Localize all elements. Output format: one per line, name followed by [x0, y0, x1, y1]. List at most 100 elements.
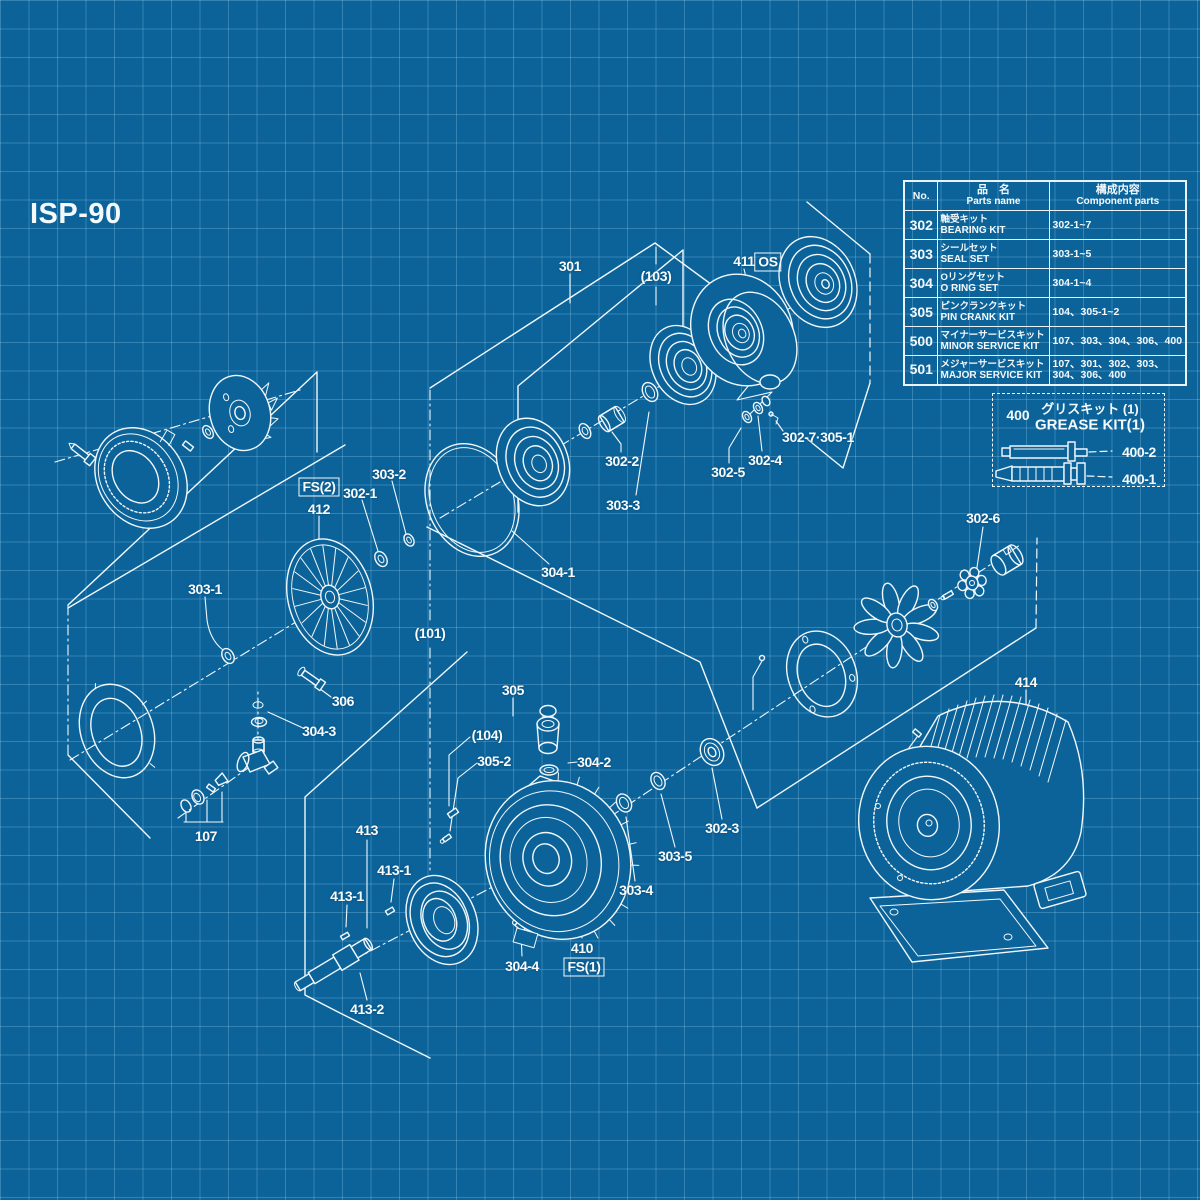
pins-104 [439, 807, 460, 844]
part-label-304-2: 304-2 [577, 754, 611, 770]
bearing-spiral-os [778, 235, 858, 329]
pins-413-1 [339, 906, 396, 941]
plug-305 [536, 704, 560, 755]
part-label-413-2: 413-2 [350, 1001, 384, 1017]
parts-table-cell: 304 [903, 268, 938, 298]
part-label-302-5: 302-5 [711, 464, 745, 480]
motor-front-bell [857, 745, 1001, 901]
coupling-hub [990, 544, 1024, 576]
impeller [285, 538, 375, 656]
part-label-OS: OS [754, 252, 782, 272]
o-ring-304-2 [539, 764, 559, 776]
part-label-304-1: 304-1 [541, 564, 575, 580]
parts-table-cell: 305 [903, 297, 938, 327]
col-header-parts-name: 品 名 Parts name [936, 180, 1050, 211]
part-label-302-6: 302-6 [966, 510, 1000, 526]
leader-lines [183, 246, 1113, 1001]
part-label-303-3: 303-3 [606, 497, 640, 513]
star-coupling-302-6 [957, 566, 987, 600]
part-label-412: 412 [307, 501, 331, 517]
grease-kit-item-label: 400-1 [1122, 471, 1156, 487]
part-label-304-3: 304-3 [302, 723, 336, 739]
grease-nipple [758, 654, 766, 662]
part-label-410: 410 [570, 940, 594, 956]
col-header-parts-name-en: Parts name [966, 196, 1021, 207]
seal-spiral [495, 417, 571, 507]
parts-table-cell: 302 [903, 210, 938, 240]
parts-table-cell: 107、303、304、306、400 [1048, 326, 1187, 356]
sleeve-302-2 [597, 405, 626, 433]
grease-kit-item-label: 400-2 [1122, 444, 1156, 460]
part-label-304-4: 304-4 [505, 958, 539, 974]
part-label-411: 411 [733, 253, 755, 269]
elbow-fitting [236, 701, 279, 775]
part-label-302-2: 302-2 [605, 453, 639, 469]
grease-kit-number: 400 [1006, 407, 1030, 423]
part-label-302-3: 302-3 [705, 820, 739, 836]
grease-kit-title-en: GREASE KIT(1) [1034, 416, 1146, 434]
grease-syringe-400-2 [1001, 441, 1088, 462]
pump-casing-410 [484, 772, 640, 949]
part-label-(104): (104) [471, 727, 503, 743]
washer-303-2 [403, 533, 415, 547]
seal-washer [578, 422, 592, 440]
parts-table-cell: 104、305-1~2 [1048, 297, 1187, 327]
part-label-301: 301 [558, 258, 582, 274]
washer-303-5 [650, 771, 666, 791]
part-label-303-5: 303-5 [658, 848, 692, 864]
bearing-302-3 [699, 737, 725, 767]
crank-spring [405, 874, 479, 966]
parts-table-cell: 304-1~4 [1048, 268, 1187, 298]
fan-disc [208, 374, 279, 452]
col-header-component-en: Component parts [1076, 196, 1160, 207]
part-label-(103): (103) [640, 268, 672, 284]
shim-washers-302 [741, 395, 779, 425]
grease-kit-title-jp: グリスキット (1) [1041, 401, 1139, 417]
motor-fan [853, 582, 940, 669]
parts-table: No. 品 名 Parts name 構成内容 Component parts … [903, 180, 1187, 386]
part-label-303-2: 303-2 [372, 466, 406, 482]
ring-303-3 [641, 381, 659, 403]
terminal-connector [1033, 870, 1087, 910]
part-label-302-4: 302-4 [748, 452, 782, 468]
part-label-FS(1): FS(1) [563, 957, 605, 977]
col-header-parts-name-jp: 品 名 [977, 184, 1010, 196]
part-label-413-1: 413-1 [330, 888, 364, 904]
stator-ring [94, 427, 188, 529]
part-label-302-7-305-1: 302-7·305-1 [782, 429, 854, 445]
bolt-and-washer [68, 424, 215, 467]
part-label-413: 413 [355, 822, 379, 838]
part-label-303-4: 303-4 [619, 882, 653, 898]
parts-table-cell: 302-1~7 [1048, 210, 1187, 240]
part-label-305: 305 [501, 682, 525, 698]
part-label-305-2: 305-2 [477, 753, 511, 769]
part-label-(101): (101) [414, 625, 446, 641]
bearing-housing-411 [689, 273, 798, 390]
hose-parts-107 [180, 772, 229, 813]
fan-pin [940, 590, 955, 601]
washer-303-4 [615, 793, 633, 813]
part-label-FS(2): FS(2) [298, 477, 340, 497]
washer-icon [201, 424, 215, 440]
col-header-component-jp: 構成内容 [1095, 184, 1140, 196]
parts-table-cell: 501 [903, 355, 938, 385]
page-title: ISP-90 [30, 198, 122, 230]
parts-table-header-row: No. 品 名 Parts name 構成内容 Component parts [903, 180, 1187, 211]
grease-kit-box: 400 グリスキット (1) GREASE KIT(1) 400-2 400-1 [992, 393, 1165, 487]
washer-303-1 [221, 647, 235, 665]
part-label-413-1: 413-1 [377, 862, 411, 878]
part-label-303-1: 303-1 [188, 581, 222, 597]
suction-flange [78, 683, 156, 779]
grease-syringe-400-1 [995, 462, 1086, 485]
part-label-302-1: 302-1 [343, 485, 377, 501]
fan-washer [927, 598, 939, 612]
